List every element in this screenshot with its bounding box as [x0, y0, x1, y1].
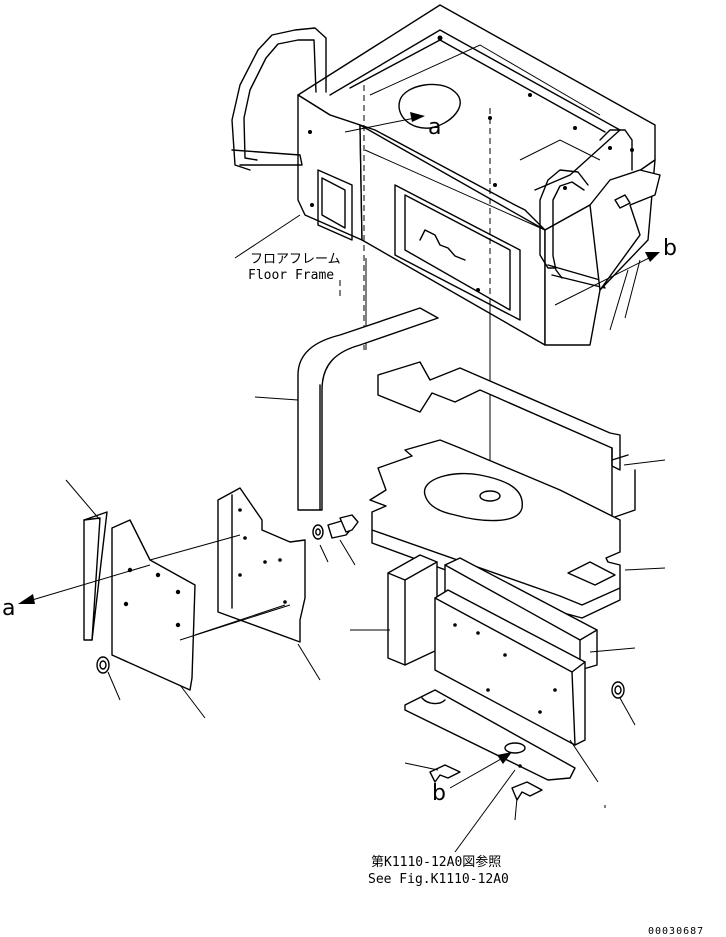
callout-b-bottom: b	[432, 781, 446, 806]
callout-b-right: b	[663, 236, 677, 261]
arrow-b-right	[554, 252, 660, 306]
floor-frame-jp-label: フロアフレーム	[250, 252, 341, 267]
floor-mat	[369, 361, 636, 619]
floor-frame-en-label: Floor Frame	[248, 268, 334, 283]
grommet-right	[611, 681, 625, 699]
arrow-a-left	[18, 564, 151, 604]
bolt	[327, 514, 359, 539]
callout-a-left: a	[2, 596, 15, 621]
l-shaped-pad	[297, 307, 439, 511]
clip-right	[511, 781, 543, 801]
reference-en-label: See Fig.K1110-12A0	[368, 872, 509, 887]
clip-left	[429, 764, 461, 783]
leader-lines	[65, 214, 666, 853]
spacer-block-left	[387, 554, 438, 666]
floor-frame-assembly	[231, 4, 661, 346]
side-cover-panel	[111, 519, 196, 691]
callout-a-top: a	[428, 115, 441, 140]
washer	[312, 524, 324, 540]
drawing-number: 00030687	[648, 926, 704, 937]
strip-seal	[83, 511, 108, 641]
grommet-left	[96, 656, 110, 674]
reference-jp-label: 第K1110-12A0図参照	[371, 854, 501, 870]
arrow-a-top	[344, 112, 425, 133]
side-bracket-panel	[217, 487, 306, 643]
bottom-plate	[404, 689, 576, 781]
spacer-panel	[434, 589, 586, 746]
arrow-b-bottom	[449, 752, 512, 789]
